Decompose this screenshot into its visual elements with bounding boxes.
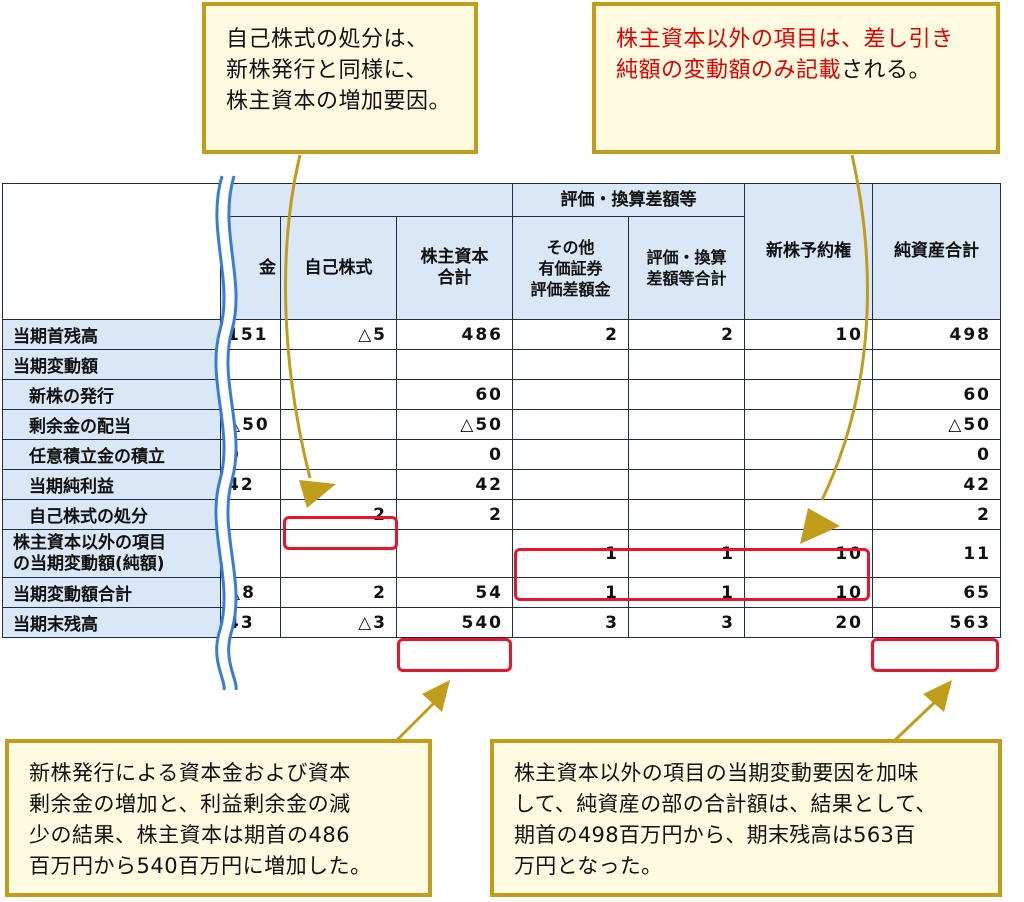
callout-line: 自己株式の処分は、 xyxy=(226,27,429,52)
table-cell xyxy=(872,349,1001,380)
arrow-netassets-head xyxy=(923,680,952,712)
header-valuation-total: 評価・換算 差額等合計 xyxy=(628,216,745,320)
table-cell: 65 xyxy=(872,577,1001,608)
table-cell: △3 xyxy=(280,607,397,638)
row-label: 新株の発行 xyxy=(2,379,221,410)
table-cell: △50 xyxy=(872,409,1001,440)
header-valuation-group: 評価・換算差額等 xyxy=(512,183,745,217)
table-cell: 2 xyxy=(872,499,1001,530)
table-cell: 151 xyxy=(220,319,281,350)
table-cell xyxy=(512,409,629,440)
highlight-treasury-disposal xyxy=(283,516,398,550)
callout-line: 万円となった。 xyxy=(514,854,663,878)
callout-red-part: 純額の変動額のみ記載 xyxy=(616,58,842,83)
callout-equity-increase: 新株発行による資本金および資本 剰余金の増加と、利益剰余金の減 少の結果、株主資… xyxy=(5,739,432,897)
callout-black-part: される。 xyxy=(841,58,932,83)
table-cell: 1 xyxy=(512,577,629,608)
header-warrants: 新株予約権 xyxy=(744,183,873,320)
table-cell xyxy=(512,379,629,410)
table-cell: 1 xyxy=(628,529,745,578)
highlight-netassets-end xyxy=(871,638,999,672)
table-break-wave xyxy=(214,174,238,692)
callout-line: して、純資産の部の合計額は、結果として、 xyxy=(514,792,937,816)
header-treasury: 自己株式 xyxy=(280,216,397,320)
table-cell: 2 xyxy=(280,499,397,530)
table-cell: 0 xyxy=(872,439,1001,470)
arrow-equity-head xyxy=(422,680,450,712)
table-cell: 3 xyxy=(512,607,629,638)
table-cell: 563 xyxy=(872,607,1001,638)
row-label: 当期首残高 xyxy=(2,319,221,350)
arrow-equity-line xyxy=(393,698,439,744)
header-line: 株主資本 xyxy=(420,247,489,267)
callout-net-assets-result: 株主資本以外の項目の当期変動要因を加味 して、純資産の部の合計額は、結果として、… xyxy=(490,739,1002,897)
table-cell: 20 xyxy=(744,607,873,638)
arrow-netassets-line xyxy=(891,698,939,744)
callout-line: 少の結果、株主資本は期首の486 xyxy=(29,823,351,847)
arrow-nonequity-line xyxy=(820,154,869,501)
table-row: 当期変動額 xyxy=(2,349,1001,380)
arrow-treasury-line xyxy=(284,154,312,479)
corner-cell xyxy=(2,183,221,320)
row-label: 自己株式の処分 xyxy=(2,499,221,530)
callout-line: 株主資本以外の項目の当期変動要因を加味 xyxy=(514,761,919,785)
highlight-non-equity-changes xyxy=(514,548,870,601)
header-net-assets: 純資産合計 xyxy=(872,183,1001,320)
callout-line-mixed: 純額の変動額のみ記載される。 xyxy=(616,55,974,86)
callout-line: 期首の498百万円から、期末残高は563百 xyxy=(514,823,916,847)
row-label: 任意積立金の積立 xyxy=(2,439,221,470)
header-line: その他 xyxy=(546,237,595,257)
row-label: 当期純利益 xyxy=(2,469,221,500)
callout-line: 新株発行と同様に、 xyxy=(226,58,428,83)
row-label: 株主資本以外の項目の当期変動額(純額) xyxy=(2,529,221,578)
table-break-wave-line xyxy=(226,175,238,691)
callout-line: 百万円から540百万円に増加した。 xyxy=(29,854,372,878)
header-other-securities: その他 有価証券 評価差額金 xyxy=(512,216,629,320)
row-label: 当期変動額 xyxy=(2,349,221,380)
table-cell: 3 xyxy=(628,607,745,638)
table-cell: 10 xyxy=(744,319,873,350)
table-cell xyxy=(744,439,873,470)
table-cell: 42 xyxy=(872,469,1001,500)
callout-line: 株主資本の増加要因。 xyxy=(226,89,452,114)
header-equity-total: 株主資本 合計 xyxy=(396,216,513,320)
arrow-nonequity-head xyxy=(800,508,840,544)
header-line: 差額等合計 xyxy=(646,269,727,288)
highlight-equity-end xyxy=(397,638,512,672)
table-break-wave-line xyxy=(214,175,226,691)
arrow-treasury-head xyxy=(299,480,336,508)
table-cell: △50 xyxy=(396,409,513,440)
table-cell xyxy=(396,529,513,578)
header-line: 合計 xyxy=(437,268,472,288)
table-cell xyxy=(280,529,397,578)
table-cell: △5 xyxy=(280,319,397,350)
callout-non-equity-items: 株主資本以外の項目は、差し引き 純額の変動額のみ記載される。 xyxy=(592,2,1000,154)
table-cell: 11 xyxy=(872,529,1001,578)
table-cell: 60 xyxy=(872,379,1001,410)
header-line: 評価・換算 xyxy=(646,248,727,267)
row-label-line: 株主資本以外の項目 xyxy=(13,532,166,553)
callout-treasury-disposal: 自己株式の処分は、 新株発行と同様に、 株主資本の増加要因。 xyxy=(202,2,478,154)
header-line: 有価証券 xyxy=(538,258,603,278)
callout-line-red: 株主資本以外の項目は、差し引き xyxy=(616,27,954,52)
row-label: 剰余金の配当 xyxy=(2,409,221,440)
callout-line: 新株発行による資本金および資本 xyxy=(29,761,351,785)
table-cell xyxy=(280,469,397,500)
row-label-line: の当期変動額(純額) xyxy=(13,553,165,574)
table-cell: 2 xyxy=(396,499,513,530)
table-cell xyxy=(628,379,745,410)
header-line: 評価差額金 xyxy=(530,279,611,299)
row-label: 当期末残高 xyxy=(2,607,221,638)
callout-line: 剰余金の増加と、利益剰余金の減 xyxy=(29,792,351,816)
row-label: 当期変動額合計 xyxy=(2,577,221,608)
